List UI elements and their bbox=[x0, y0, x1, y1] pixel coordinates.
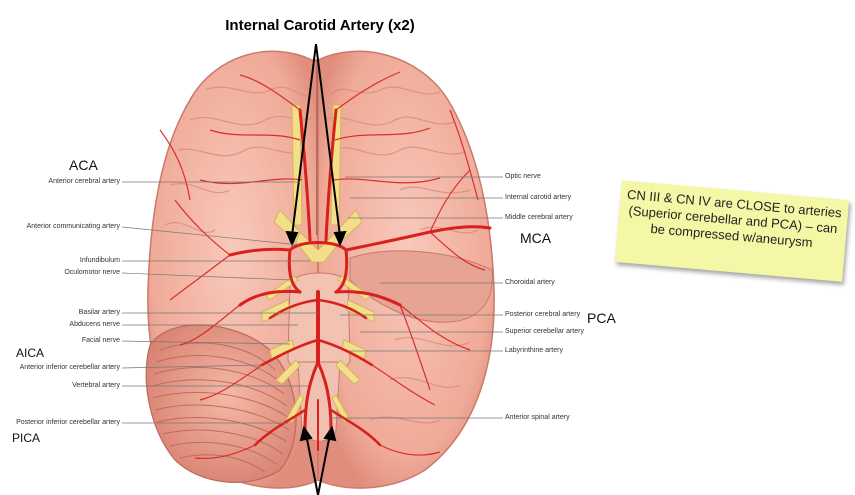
left-label: Anterior inferior cerebellar artery bbox=[19, 364, 120, 371]
label-aica: AICA bbox=[16, 346, 45, 360]
label-mca: MCA bbox=[520, 230, 552, 246]
left-label: Abducens nerve bbox=[69, 321, 120, 328]
right-label: Middle cerebral artery bbox=[505, 214, 573, 221]
label-pca: PCA bbox=[587, 310, 616, 326]
right-label: Optic nerve bbox=[505, 173, 541, 180]
label-pica: PICA bbox=[12, 431, 41, 445]
right-label: Choroidal artery bbox=[505, 279, 555, 286]
left-label: Oculomotor nerve bbox=[64, 269, 120, 276]
left-label: Anterior cerebral artery bbox=[48, 178, 120, 185]
right-label: Posterior cerebral artery bbox=[505, 311, 581, 318]
label-aca: ACA bbox=[69, 157, 98, 173]
right-label: Anterior spinal artery bbox=[505, 414, 570, 421]
right-label: Superior cerebellar artery bbox=[505, 328, 584, 335]
left-label: Facial nerve bbox=[81, 337, 120, 344]
right-label: Labyrinthine artery bbox=[505, 347, 563, 354]
title: Internal Carotid Artery (x2) bbox=[225, 17, 415, 34]
left-label: Vertebral artery bbox=[72, 382, 120, 389]
left-label: Infundibulum bbox=[79, 257, 120, 264]
left-label: Basilar artery bbox=[78, 309, 120, 316]
left-label: Anterior communicating artery bbox=[26, 223, 120, 230]
right-label: Internal carotid artery bbox=[505, 194, 572, 201]
left-label: Posterior inferior cerebellar artery bbox=[16, 419, 120, 426]
